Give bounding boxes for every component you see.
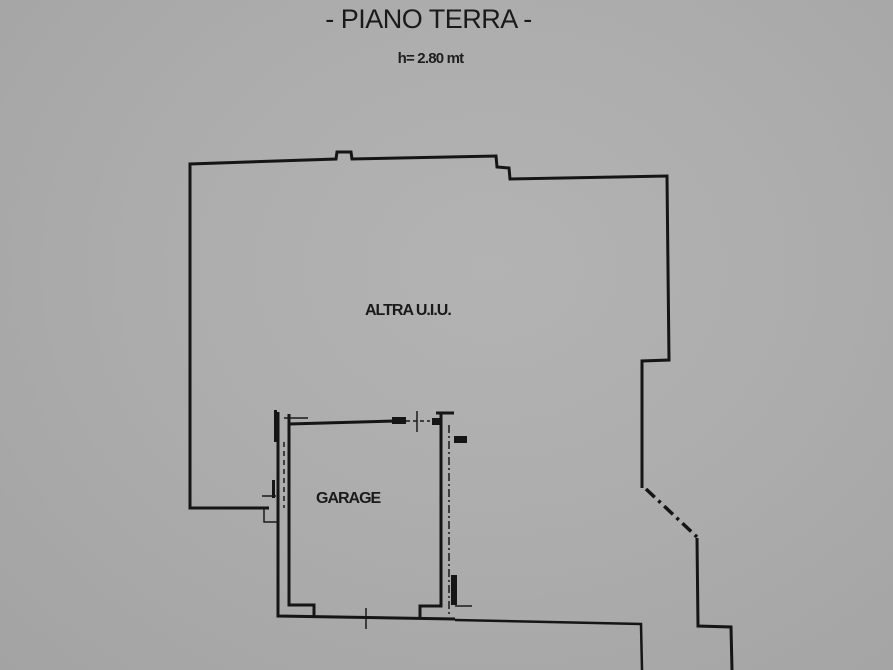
- garage-right-wall: [418, 414, 443, 617]
- garage-top-wall: [288, 419, 396, 426]
- dashed-diagonal-wall: [644, 487, 699, 539]
- garage-left-wall: [287, 414, 316, 617]
- garage-left-outer-wall: [276, 412, 456, 621]
- right-lower-outline: [695, 537, 734, 670]
- room-label-garage: GARAGE: [316, 490, 381, 507]
- corner-step: [263, 508, 278, 523]
- wall-details: [272, 410, 467, 605]
- bottom-right-outline: [454, 618, 644, 670]
- floor-title: - PIANO TERRA -: [325, 4, 532, 34]
- ceiling-height-note: h= 2.80 mt: [397, 50, 465, 67]
- altra-uiu-outline: [188, 150, 671, 510]
- room-label-altra-uiu: ALTRA U.I.U.: [365, 302, 452, 319]
